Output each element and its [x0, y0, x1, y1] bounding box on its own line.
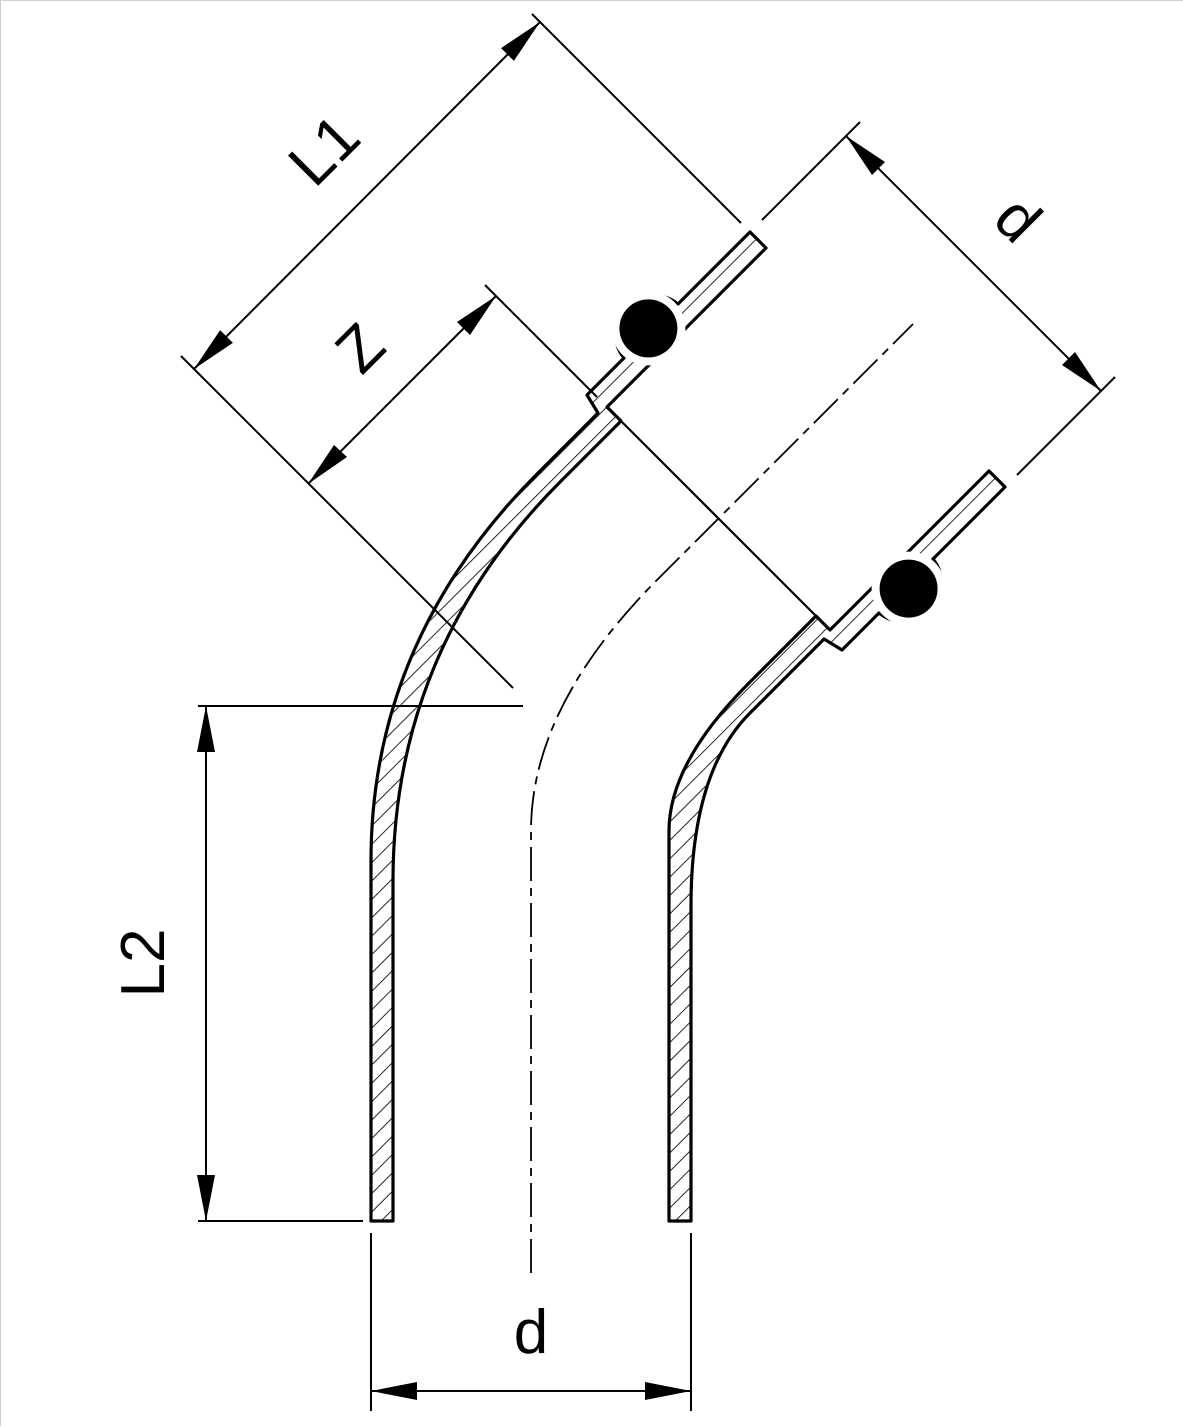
- arrowhead: [846, 136, 885, 175]
- arrowhead: [1062, 352, 1101, 391]
- dimension-label-d-pipe: d: [514, 1298, 548, 1367]
- extension-line-shoulder: [484, 284, 598, 398]
- fitting-body: [369, 230, 1007, 1273]
- arrowhead: [194, 330, 233, 369]
- dimension-d-pipe: d: [370, 1233, 692, 1411]
- dimension-l2: L2: [109, 705, 523, 1222]
- dimension-label-l2: L2: [109, 929, 178, 998]
- arrowhead: [197, 1175, 215, 1221]
- arrowhead: [645, 1382, 691, 1400]
- arrowhead: [371, 1382, 417, 1400]
- dimension-line-l1: [193, 21, 541, 370]
- arrowhead: [197, 706, 215, 752]
- centerline: [530, 323, 914, 1273]
- o-ring-seal-left: [619, 299, 678, 358]
- arrowhead: [457, 296, 496, 335]
- extension-line-socket-right: [1016, 376, 1116, 476]
- extension-line-socket-left: [761, 121, 861, 221]
- dimension-line-d-socket: [845, 135, 1102, 392]
- extension-line-center: [180, 355, 514, 689]
- arrowhead: [308, 445, 347, 484]
- extension-line-mouth: [531, 13, 742, 224]
- o-ring-seal-right: [879, 559, 938, 618]
- arrowhead: [501, 22, 540, 61]
